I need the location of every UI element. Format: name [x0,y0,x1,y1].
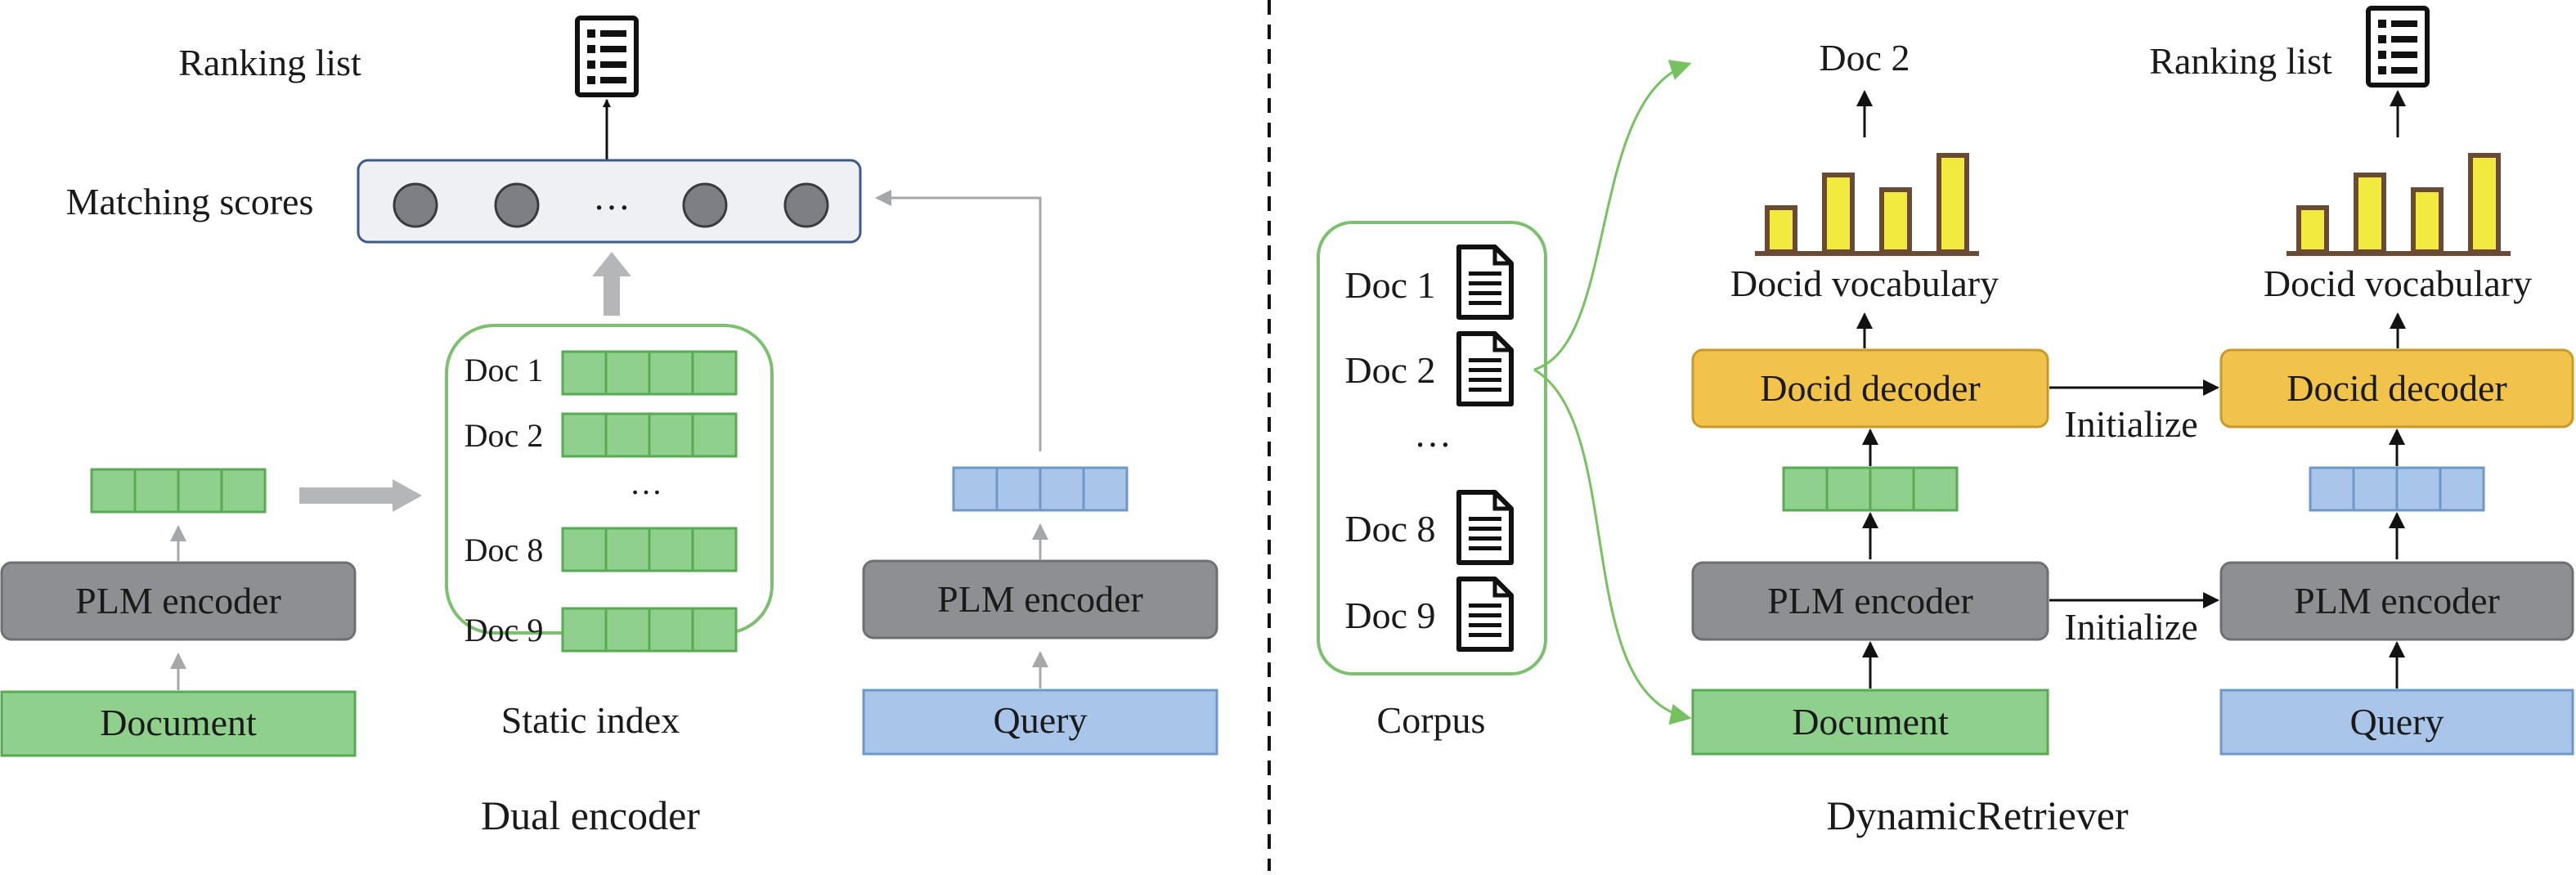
document-input-label: Document [100,702,257,743]
corpus-ellipsis: … [1414,413,1452,455]
doc-embedding [561,607,738,653]
query-plm-encoder-right-label: PLM encoder [2294,580,2500,621]
corpus-to-doc2-arrow [1533,60,1692,371]
dual-encoder-panel: Ranking list Matching scores … Doc 1 Doc… [0,18,1218,838]
query-plm-encoder-label: PLM encoder [937,578,1143,620]
corpus-doc-label: Doc 8 [1344,508,1435,550]
query-embedding [952,466,1129,512]
corpus-doc-label: Doc 1 [1344,264,1435,306]
query-input [862,689,1218,756]
corpus-doc-label: Doc 2 [1344,349,1435,391]
doc-embedding [561,350,738,396]
docid-vocab-label-left: Docid vocabulary [1730,262,1999,304]
document-icon [1459,247,1511,317]
static-index-doc-label: Doc 1 [464,352,544,388]
query-input-right-label: Query [2350,701,2444,743]
ranking-list-label: Ranking list [178,42,361,83]
corpus-doc-label: Doc 9 [1344,595,1435,636]
doc-embedding-right [1782,466,1959,512]
initialize-decoder-label: Initialize [2064,403,2197,445]
list-document-icon [577,18,636,95]
ranking-list-label-right: Ranking list [2149,40,2332,82]
document-input-right [1691,689,2049,756]
document-input-right-label: Document [1792,701,1949,743]
corpus-to-document-arrow [1533,368,1692,725]
doc2-output-label: Doc 2 [1819,37,1910,79]
docid-decoder-left [1691,348,2049,429]
score-node [393,182,438,228]
docid-vocab-label-right: Docid vocabulary [2264,262,2532,304]
vocab-bar [1765,205,1797,254]
score-node [783,182,829,228]
doc-embedding [561,412,738,458]
query-embedding-right [2309,466,2485,512]
vocab-bar [2296,205,2329,254]
list-document-icon [2368,8,2427,85]
doc-plm-encoder-right-label: PLM encoder [1767,580,1973,621]
score-node [494,182,540,228]
document-embedding [90,468,267,514]
vocab-bar [2411,187,2444,254]
embedding-to-index-arrow [299,479,422,512]
matching-scores-label: Matching scores [66,181,314,222]
query-plm-encoder [862,559,1218,639]
corpus-box [1317,221,1547,675]
corpus-label: Corpus [1377,699,1486,741]
query-input-label: Query [994,699,1088,741]
score-ellipsis: … [593,176,631,218]
doc-plm-encoder [0,561,357,641]
document-icon [1459,334,1511,404]
doc-embedding [561,527,738,572]
dynamic-retriever-panel: Doc 1 Doc 2 … Doc 8 Doc 9 Corpus Doc 2 D… [1317,8,2574,838]
docid-vocab-bars-left [1755,153,1979,256]
query-to-scores-arrow [875,190,1042,451]
document-input [0,690,357,757]
vocab-bar [2468,153,2501,254]
dual-encoder-title: Dual encoder [481,792,700,838]
doc-plm-encoder-label: PLM encoder [75,580,281,621]
docid-decoder-left-label: Docid decoder [1760,367,1981,409]
score-node [682,182,728,228]
doc-plm-encoder-right [1691,561,2049,641]
vocab-bar [2354,173,2386,254]
static-index-label: Static index [501,699,680,741]
vocab-bar [1936,153,1969,254]
query-plm-encoder-right [2219,561,2574,641]
dynamic-retriever-title: DynamicRetriever [1826,792,2129,838]
static-index-doc-label: Doc 9 [464,612,544,648]
static-index-doc-label: Doc 2 [464,417,544,454]
vocab-bar [1822,173,1855,254]
docid-decoder-right [2219,348,2574,429]
static-index-ellipsis: … [630,464,662,501]
document-icon [1459,579,1511,649]
document-icon [1459,492,1511,563]
vocab-bar [1879,187,1912,254]
index-to-scores-arrow [592,252,631,316]
static-index-doc-label: Doc 8 [464,532,544,568]
query-input-right [2219,689,2574,756]
docid-decoder-right-label: Docid decoder [2287,367,2507,409]
initialize-encoder-label: Initialize [2064,606,2197,648]
docid-vocab-bars-right [2287,153,2511,256]
matching-scores-panel [357,159,862,244]
